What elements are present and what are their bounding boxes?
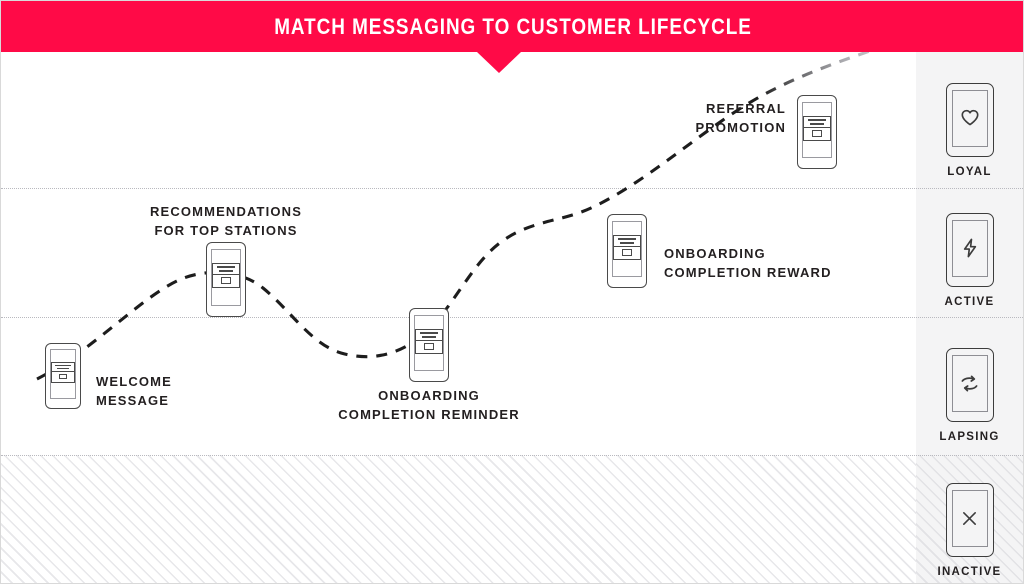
message-separator [416, 339, 442, 341]
lifecycle-stage-lapsing[interactable]: LAPSING [916, 337, 1023, 453]
message-line [216, 266, 236, 269]
phone-screen [951, 489, 988, 547]
message-line [422, 335, 436, 338]
phone-message-icon [50, 361, 76, 384]
phone-message-icon [803, 116, 831, 141]
message-separator [213, 273, 239, 275]
stage-label-inactive: INACTIVE [937, 565, 1002, 578]
phone-message-icon [613, 235, 641, 260]
cycle-arrows-icon [961, 375, 978, 391]
message-separator [51, 371, 75, 373]
message-line [219, 269, 233, 272]
message-button [58, 374, 68, 380]
stage-label-active: ACTIVE [944, 295, 995, 308]
touchpoint-phone-onboarding-completion-reward[interactable] [607, 214, 647, 288]
stage-phone-frame [945, 482, 994, 557]
touchpoint-phone-onboarding-completion-reminder[interactable] [409, 308, 449, 382]
touchpoint-phone-welcome-message[interactable] [45, 343, 81, 409]
message-line [620, 241, 634, 244]
message-button [221, 276, 231, 284]
stage-label-loyal: LOYAL [947, 165, 992, 178]
stage-label-lapsing: LAPSING [939, 430, 1000, 443]
message-separator [804, 126, 830, 128]
touchpoint-label-onboarding-completion-reminder: ONBOARDING COMPLETION REMINDER [338, 388, 520, 422]
inactive-hatch-band [1, 455, 1023, 583]
message-line [807, 119, 827, 122]
phone-screen [951, 354, 988, 412]
message-line [55, 364, 71, 367]
page-title: MATCH MESSAGING TO CUSTOMER LIFECYCLE [274, 13, 752, 39]
lifecycle-stage-loyal[interactable]: LOYAL [916, 72, 1023, 188]
lifecycle-stage-inactive[interactable]: INACTIVE [916, 472, 1023, 583]
touchpoint-label-welcome-message: WELCOME MESSAGE [96, 374, 172, 408]
stage-phone-frame [945, 212, 994, 287]
header-banner: MATCH MESSAGING TO CUSTOMER LIFECYCLE [1, 1, 1023, 52]
message-button [622, 248, 632, 256]
message-separator [614, 245, 640, 247]
message-line [419, 332, 439, 335]
message-button [424, 342, 434, 350]
close-x-icon [963, 511, 976, 525]
message-line [810, 122, 824, 125]
touchpoint-label-referral-promotion: REFERRAL PROMOTION [695, 101, 786, 135]
chart-body: WELCOME MESSAGE RECOMMENDATIONS FOR TOP … [1, 52, 1023, 583]
divider-active-lapsing [1, 317, 1023, 318]
touchpoint-phone-recommendations-top-stations[interactable] [206, 242, 246, 317]
lightning-bolt-icon [963, 238, 976, 258]
heart-icon [960, 109, 979, 126]
phone-message-icon [415, 329, 443, 354]
phone-screen [951, 219, 988, 277]
touchpoint-label-onboarding-completion-reward: ONBOARDING COMPLETION REWARD [664, 246, 832, 280]
stage-phone-frame [945, 347, 994, 422]
touchpoint-phone-referral-promotion[interactable] [797, 95, 837, 169]
message-line [617, 238, 637, 241]
phone-message-icon [212, 263, 240, 288]
divider-loyal-active [1, 188, 1023, 189]
divider-lapsing-inactive [1, 455, 1023, 456]
lifecycle-stage-active[interactable]: ACTIVE [916, 202, 1023, 318]
message-button [812, 129, 822, 137]
stage-phone-frame [945, 82, 994, 157]
phone-screen [951, 89, 988, 147]
touchpoint-label-recommendations-top-stations: RECOMMENDATIONS FOR TOP STATIONS [149, 204, 303, 238]
message-line [57, 367, 69, 370]
